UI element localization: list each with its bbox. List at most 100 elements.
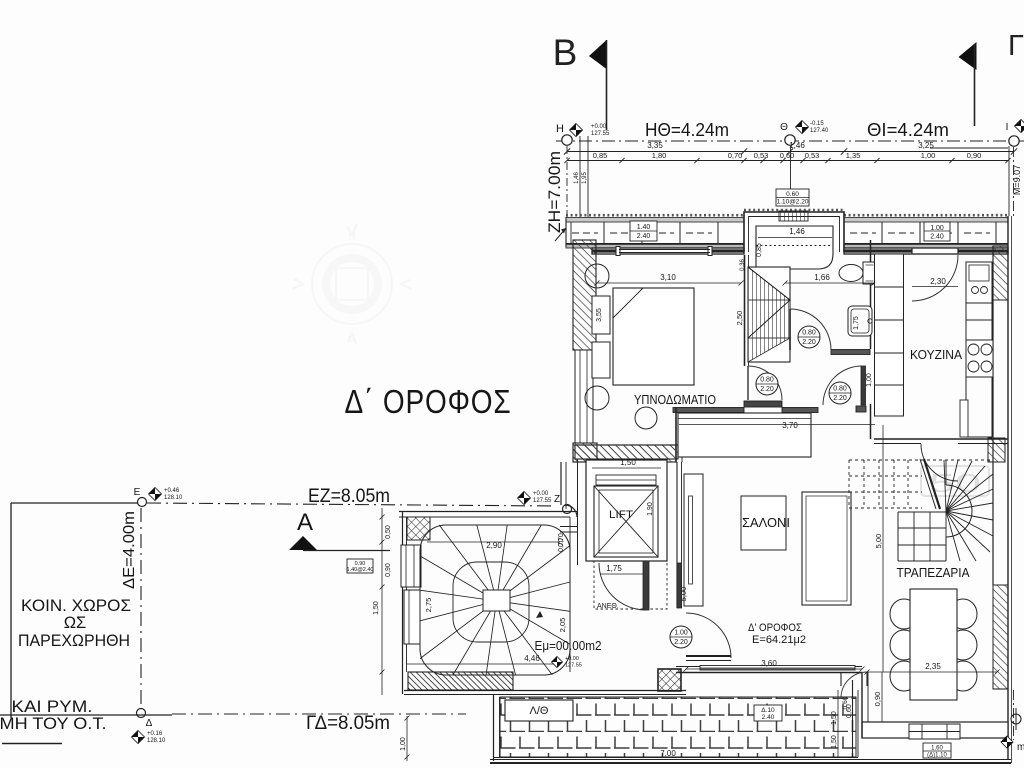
svg-text:ΚΟΙΝ. ΧΩΡΟΣ: ΚΟΙΝ. ΧΩΡΟΣ (21, 597, 131, 615)
svg-text:(Δ)1.10: (Δ)1.10 (927, 753, 947, 759)
svg-text:S: S (348, 333, 355, 345)
svg-text:0.80: 0.80 (760, 377, 774, 384)
svg-text:1,35: 1,35 (846, 151, 861, 160)
svg-text:Β: Β (553, 32, 578, 73)
svg-text:ΓΔ=8.05m: ΓΔ=8.05m (306, 713, 390, 734)
svg-text:+0.46: +0.46 (164, 488, 180, 494)
svg-text:ΜΗ ΤΟΥ Ο.Τ.: ΜΗ ΤΟΥ Ο.Τ. (0, 715, 107, 733)
svg-text:Ζ: Ζ (554, 494, 560, 505)
svg-text:ΤΡΑΠΕΖΑΡΙΑ: ΤΡΑΠΕΖΑΡΙΑ (897, 565, 970, 580)
svg-text:128.10: 128.10 (164, 495, 183, 501)
svg-text:m: m (1017, 742, 1024, 753)
svg-text:1,50: 1,50 (831, 711, 838, 725)
svg-text:Δ: Δ (146, 718, 153, 729)
svg-text:3,35: 3,35 (647, 141, 663, 150)
svg-text:Δ΄ ΟΡΟΦΟΣ: Δ΄ ΟΡΟΦΟΣ (345, 383, 512, 420)
svg-text:2,30: 2,30 (930, 277, 946, 286)
svg-text:N: N (348, 231, 356, 243)
svg-text:ΑΝΕΘ.: ΑΝΕΘ. (597, 603, 619, 610)
svg-text:2.20: 2.20 (802, 339, 816, 346)
svg-text:Α: Α (297, 509, 313, 536)
svg-text:0.80: 0.80 (833, 386, 847, 393)
svg-text:3,25: 3,25 (918, 141, 934, 150)
svg-text:1,46: 1,46 (574, 172, 580, 184)
svg-text:Θ: Θ (780, 122, 788, 133)
svg-text:0,53: 0,53 (805, 151, 820, 160)
svg-text:2,90: 2,90 (486, 541, 502, 550)
svg-text:Ε: Ε (134, 487, 141, 498)
svg-text:5,00: 5,00 (679, 587, 688, 602)
svg-text:0,60: 0,60 (780, 151, 795, 160)
svg-text:128.10: 128.10 (147, 738, 166, 744)
svg-text:0,90: 0,90 (967, 151, 982, 160)
svg-text:ΕΖ=8.05m: ΕΖ=8.05m (308, 486, 390, 507)
svg-text:3,60: 3,60 (761, 659, 777, 668)
svg-text:0,85: 0,85 (756, 243, 763, 257)
svg-text:ΥΠΝΟΔΩΜΑΤΙΟ: ΥΠΝΟΔΩΜΑΤΙΟ (634, 392, 716, 407)
svg-text:0.80: 0.80 (802, 330, 816, 337)
svg-text:1.00: 1.00 (674, 630, 688, 637)
svg-text:ΠΑΡΕΧΩΡΗΘΗ: ΠΑΡΕΧΩΡΗΘΗ (18, 632, 130, 650)
svg-text:2,05: 2,05 (558, 618, 567, 633)
svg-text:1,00: 1,00 (866, 373, 873, 387)
svg-text:1,50: 1,50 (373, 601, 380, 615)
svg-text:1,95: 1,95 (582, 172, 588, 184)
svg-text:Η: Η (556, 123, 564, 135)
svg-text:1.40: 1.40 (637, 224, 651, 231)
svg-text:Λ/Θ: Λ/Θ (530, 705, 549, 717)
svg-text:1,00: 1,00 (921, 151, 936, 160)
svg-text:2,50: 2,50 (735, 311, 744, 326)
svg-text:Ι: Ι (1006, 122, 1009, 133)
svg-text:2.40: 2.40 (637, 233, 651, 240)
svg-text:0,36: 0,36 (740, 259, 746, 271)
svg-text:1,66: 1,66 (814, 273, 830, 282)
svg-text:ΚΟΥΖΙΝΑ: ΚΟΥΖΙΝΑ (910, 347, 962, 362)
svg-text:0,90: 0,90 (873, 692, 882, 707)
svg-text:5,00: 5,00 (874, 534, 883, 549)
svg-text:Εμ=00.00m2: Εμ=00.00m2 (535, 639, 602, 653)
svg-text:+0.00: +0.00 (565, 656, 579, 662)
svg-text:2,75: 2,75 (424, 598, 433, 613)
svg-text:127.55: 127.55 (533, 498, 552, 504)
svg-text:Μ=9.07: Μ=9.07 (1012, 165, 1022, 195)
svg-text:ΖΗ=7.00m: ΖΗ=7.00m (545, 151, 564, 233)
svg-text:2.20: 2.20 (833, 395, 847, 402)
svg-text:7,00: 7,00 (660, 749, 676, 758)
svg-text:1,80: 1,80 (652, 151, 667, 160)
svg-text:0,90: 0,90 (385, 563, 392, 577)
svg-text:ΣΑΛΟΝΙ: ΣΑΛΟΝΙ (742, 515, 790, 530)
svg-text:127.55: 127.55 (565, 663, 582, 669)
svg-text:ΗΘ=4.24m: ΗΘ=4.24m (645, 119, 729, 140)
svg-text:0.60: 0.60 (786, 191, 799, 198)
svg-text:2.40: 2.40 (762, 714, 775, 721)
svg-text:1,50: 1,50 (831, 735, 838, 749)
svg-text:1,75: 1,75 (853, 316, 860, 330)
svg-text:0,85: 0,85 (593, 151, 608, 160)
svg-text:1.00: 1.00 (930, 225, 944, 232)
svg-text:+0.00: +0.00 (591, 124, 607, 130)
svg-text:1,90: 1,90 (647, 502, 654, 516)
svg-text:Γ: Γ (1008, 30, 1024, 62)
svg-text:+0.16: +0.16 (147, 731, 163, 737)
svg-text:ΔΕ=4.00m: ΔΕ=4.00m (121, 511, 138, 589)
svg-text:1,50: 1,50 (620, 458, 636, 467)
svg-text:0,50: 0,50 (385, 525, 392, 539)
svg-text:3,10: 3,10 (660, 273, 676, 282)
svg-text:+0.00: +0.00 (533, 491, 549, 497)
svg-text:127.40: 127.40 (810, 128, 829, 134)
svg-text:0,70: 0,70 (558, 538, 565, 552)
svg-text:1,46: 1,46 (789, 227, 805, 236)
svg-text:1.40@2.40: 1.40@2.40 (347, 567, 374, 573)
svg-text:2,35: 2,35 (925, 662, 941, 671)
svg-text:ΩΣ: ΩΣ (64, 614, 87, 632)
svg-text:0,70: 0,70 (728, 151, 743, 160)
svg-text:2.40: 2.40 (930, 234, 944, 241)
svg-text:Ε=64.21μ2: Ε=64.21μ2 (752, 634, 806, 646)
svg-text:1.60: 1.60 (931, 746, 943, 752)
svg-text:0,70: 0,70 (558, 533, 565, 547)
svg-text:Δ' ΟΡΟΦΟΣ: Δ' ΟΡΟΦΟΣ (748, 622, 802, 634)
svg-text:4,46: 4,46 (524, 654, 540, 663)
svg-text:2.20: 2.20 (760, 386, 774, 393)
svg-text:Δ.10: Δ.10 (761, 707, 775, 714)
svg-text:0,53: 0,53 (754, 151, 769, 160)
